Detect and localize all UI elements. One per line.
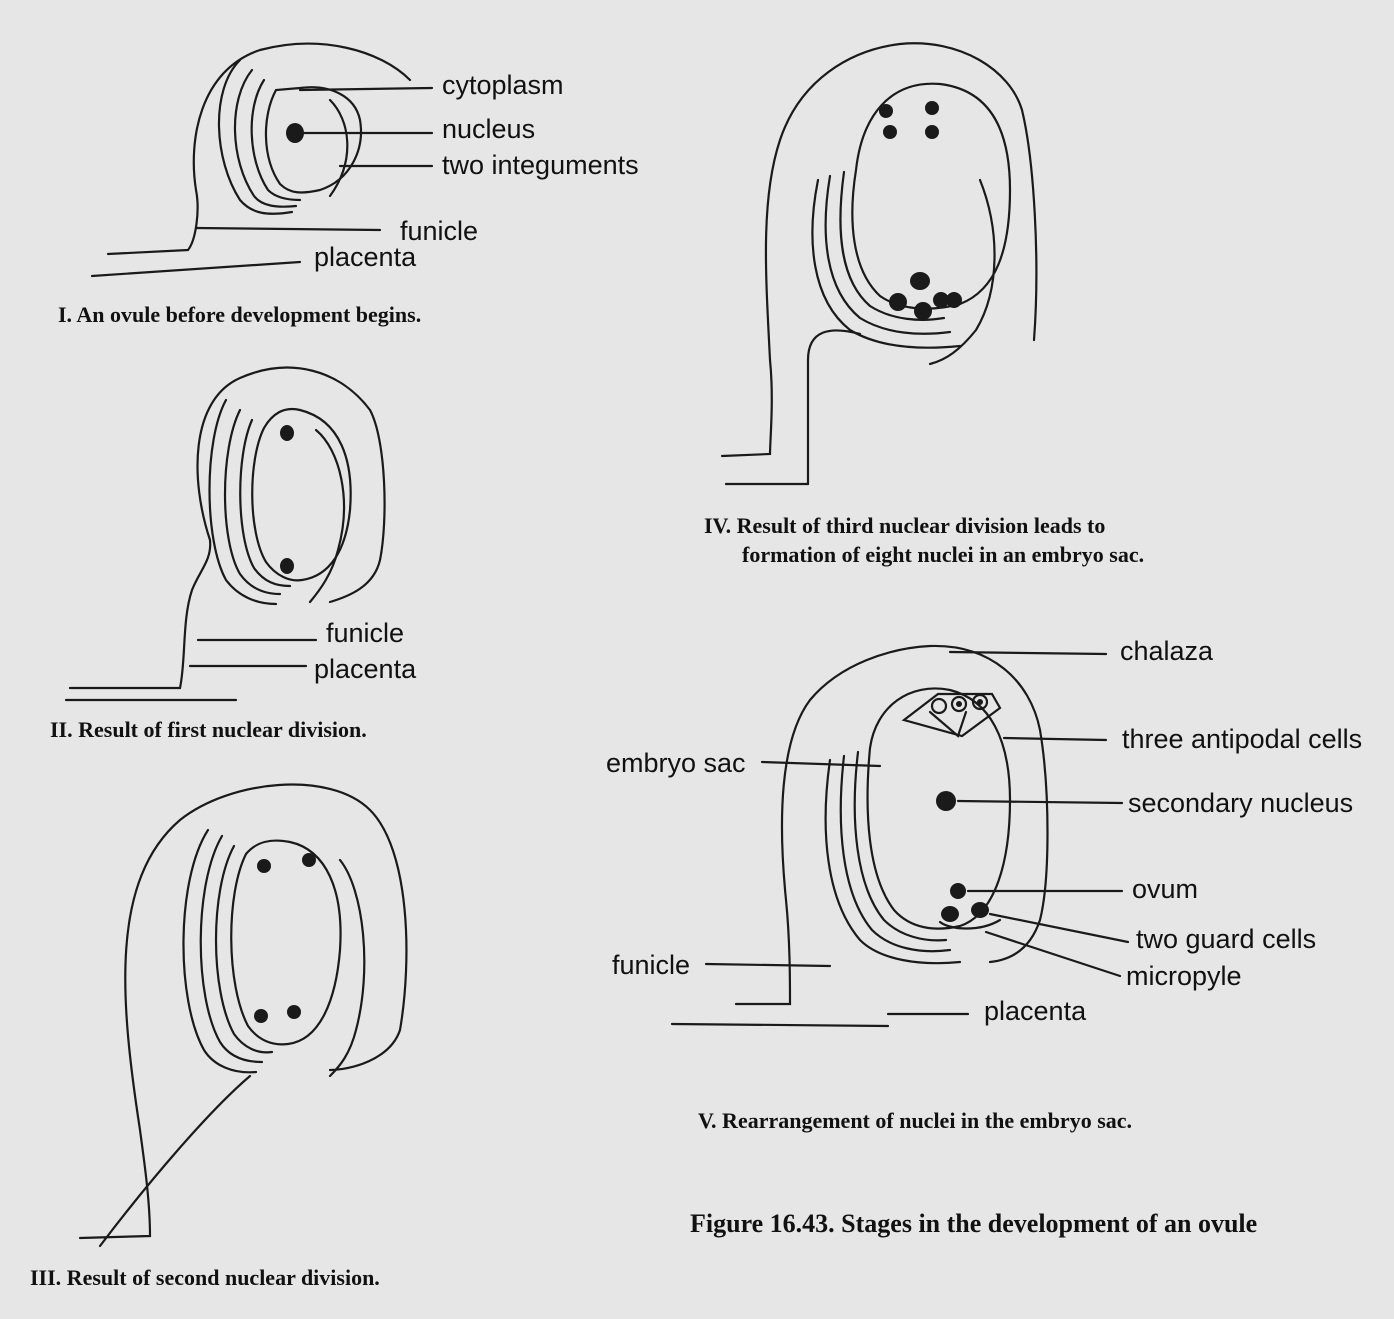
guard-cell-dot <box>971 902 989 918</box>
figure-title: Figure 16.43. Stages in the development … <box>690 1209 1257 1238</box>
nucleus-dot <box>254 1009 268 1023</box>
diagram-4-third-nuclear-division: IV. Result of third nuclear division lea… <box>704 42 1144 567</box>
caption-1: I. An ovule before development begins. <box>58 302 421 327</box>
nucleus-dot <box>933 292 949 308</box>
secondary-nucleus-dot <box>936 791 956 811</box>
diagram-5-rearrangement-of-nuclei: chalaza three antipodal cells embryo sac… <box>606 636 1362 1133</box>
nucleus-dot <box>914 302 932 320</box>
nucleus-dot <box>910 272 930 290</box>
antipodal-nucleus <box>977 699 983 705</box>
nucleus-dot <box>280 425 294 441</box>
ovum-dot <box>950 883 966 899</box>
diagram-1-ovule-before-development: cytoplasm nucleus two integuments funicl… <box>58 42 639 327</box>
nucleus-dot <box>302 853 316 867</box>
caption-2: II. Result of first nuclear division. <box>50 717 367 742</box>
nucleus-dot <box>883 125 897 139</box>
nucleus-dot <box>925 101 939 115</box>
nucleus-dot <box>946 292 962 308</box>
nucleus-dot <box>287 1005 301 1019</box>
label-two-guard-cells: two guard cells <box>1136 924 1316 954</box>
caption-3: III. Result of second nuclear division. <box>30 1265 380 1290</box>
label-funicle-5: funicle <box>612 950 690 980</box>
diagram-3-second-nuclear-division: III. Result of second nuclear division. <box>30 783 408 1290</box>
label-placenta-2: placenta <box>314 654 417 684</box>
label-nucleus: nucleus <box>442 114 535 144</box>
label-three-antipodal-cells: three antipodal cells <box>1122 724 1362 754</box>
caption-5: V. Rearrangement of nuclei in the embryo… <box>698 1108 1132 1133</box>
label-cytoplasm: cytoplasm <box>442 70 564 100</box>
label-ovum: ovum <box>1132 874 1198 904</box>
nucleus-dot <box>925 125 939 139</box>
label-embryo-sac: embryo sac <box>606 748 746 778</box>
nucleus-dot <box>889 293 907 311</box>
label-chalaza: chalaza <box>1120 636 1214 666</box>
nucleus-dot <box>286 123 304 143</box>
caption-4-line-1: IV. Result of third nuclear division lea… <box>704 513 1105 538</box>
label-placenta-1: placenta <box>314 242 417 272</box>
antipodal-nucleus <box>956 701 962 707</box>
label-two-integuments: two integuments <box>442 150 639 180</box>
label-funicle-1: funicle <box>400 216 478 246</box>
nucleus-dot <box>280 558 294 574</box>
label-secondary-nucleus: secondary nucleus <box>1128 788 1353 818</box>
label-placenta-5: placenta <box>984 996 1087 1026</box>
nucleus-dot <box>257 859 271 873</box>
guard-cell-dot <box>941 906 959 922</box>
label-funicle-2: funicle <box>326 618 404 648</box>
nucleus-dot <box>879 104 893 118</box>
label-micropyle: micropyle <box>1126 961 1242 991</box>
caption-4-line-2: formation of eight nuclei in an embryo s… <box>742 542 1144 567</box>
diagram-2-first-nuclear-division: funicle placenta II. Result of first nuc… <box>50 366 417 742</box>
